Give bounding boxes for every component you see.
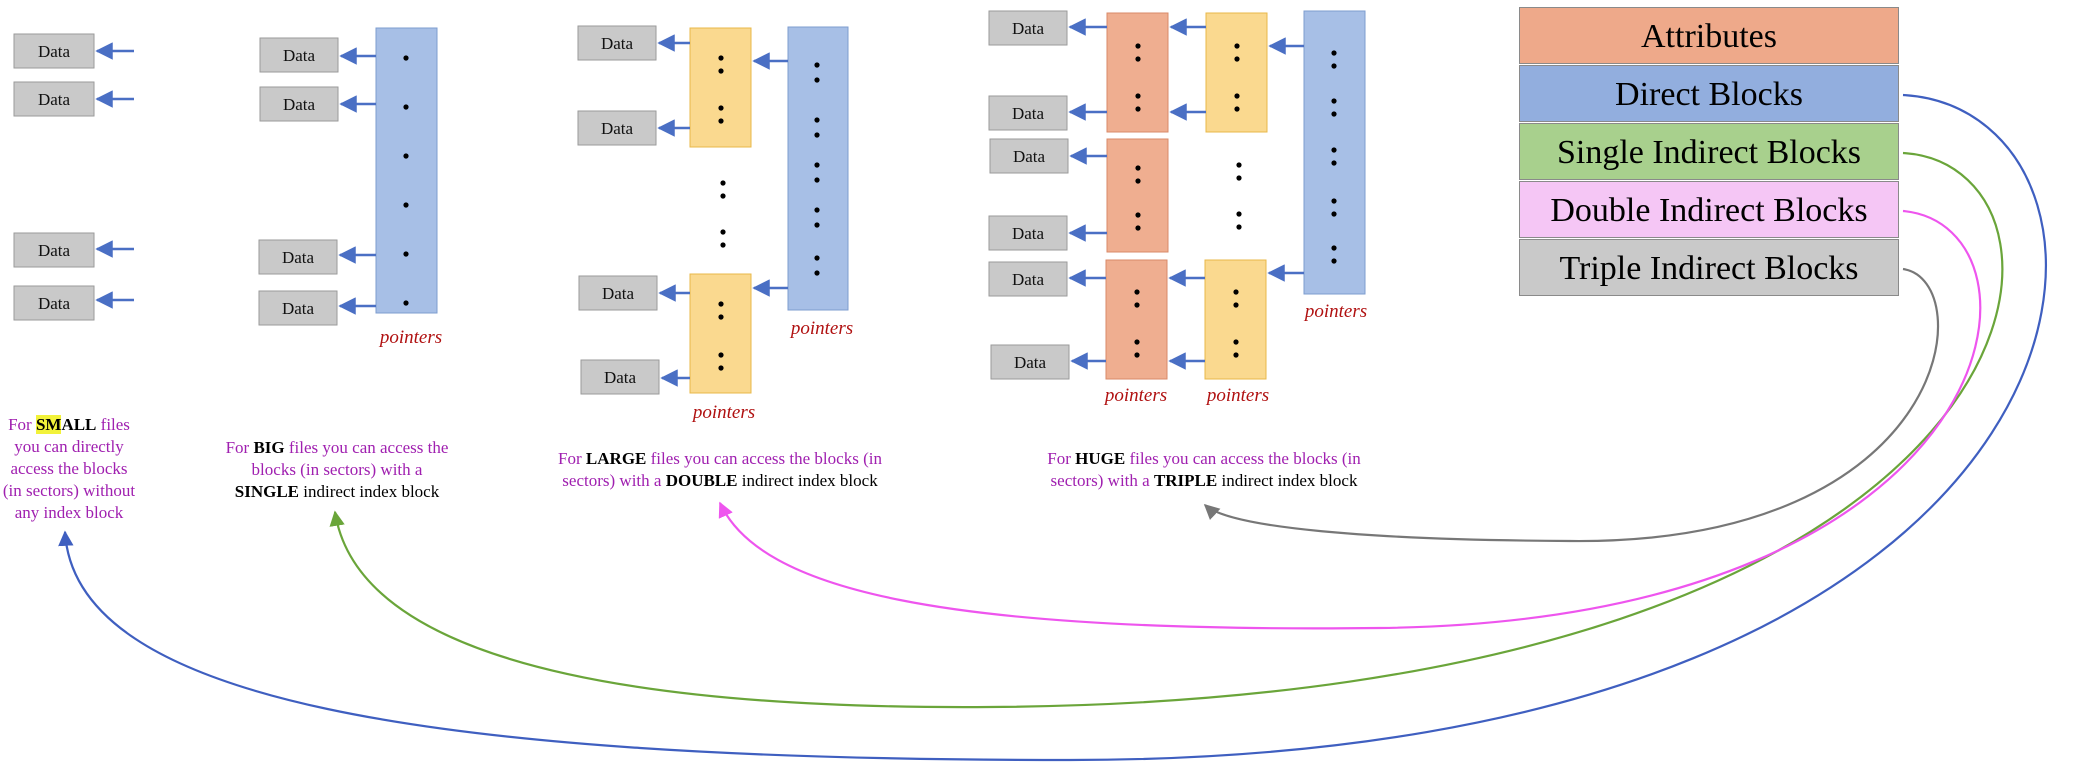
svg-text:Data: Data (1012, 270, 1045, 289)
svg-text:Data: Data (601, 119, 634, 138)
large-file-group: pointers Data Data Data Data (577, 25, 853, 423)
svg-text:Data: Data (1012, 19, 1045, 38)
single-indirect-curve (329, 151, 2004, 709)
svg-text:Data: Data (602, 284, 635, 303)
index-block (1105, 259, 1168, 380)
data-block: Data (988, 261, 1068, 297)
data-block: Data (13, 81, 95, 117)
index-block (787, 26, 849, 311)
data-block: Data (578, 275, 658, 311)
data-block: Data (988, 10, 1068, 46)
data-block: Data (13, 33, 95, 69)
double-indirect-blocks-row: Double Indirect Blocks (1519, 181, 1899, 238)
svg-text:Data: Data (604, 368, 637, 387)
svg-text:Data: Data (1014, 353, 1047, 372)
pointers-label: pointers (691, 402, 755, 423)
data-block: Data (580, 359, 660, 395)
triple-indirect-blocks-row: Triple Indirect Blocks (1519, 239, 1899, 296)
direct-blocks-row: Direct Blocks (1519, 65, 1899, 122)
data-block: Data (577, 25, 657, 61)
svg-text:Data: Data (601, 34, 634, 53)
index-block (1205, 12, 1268, 133)
data-block: Data (259, 37, 339, 73)
svg-text:Data: Data (282, 299, 315, 318)
pointers-label: pointers (1303, 301, 1367, 322)
data-block: Data (988, 215, 1068, 251)
svg-text:Data: Data (38, 90, 71, 109)
data-block: Data (259, 86, 339, 122)
small-files-caption: For SMALL files you can directly access … (2, 415, 136, 522)
data-block: Data (258, 239, 338, 275)
svg-text:Data: Data (38, 241, 71, 260)
large-files-caption: For LARGE files you can access the block… (558, 449, 882, 490)
svg-text:Data: Data (1013, 147, 1046, 166)
svg-text:Data: Data (283, 46, 316, 65)
huge-file-group: pointers Data Data (988, 10, 1367, 406)
index-block (689, 27, 752, 148)
big-files-caption: For BIG files you can access the blocks … (225, 438, 449, 501)
svg-text:Data: Data (1012, 104, 1045, 123)
data-block: Data (13, 232, 95, 268)
pointers-label: pointers (378, 327, 442, 348)
data-block: Data (13, 285, 95, 321)
data-block: Data (989, 138, 1069, 174)
svg-text:Data: Data (282, 248, 315, 267)
svg-text:Data: Data (1012, 224, 1045, 243)
triple-indirect-curve (1203, 267, 1939, 543)
index-block (1106, 12, 1169, 133)
svg-text:Data: Data (38, 42, 71, 61)
attributes-row: Attributes (1519, 7, 1899, 64)
huge-files-caption: For HUGE files you can access the blocks… (1047, 449, 1361, 490)
index-block (1204, 259, 1267, 380)
svg-text:Data: Data (283, 95, 316, 114)
pointers-label: pointers (1103, 385, 1167, 406)
direct-blocks-curve (58, 93, 2047, 762)
big-file-group: Data Data Data Data pointers (258, 27, 442, 348)
double-indirect-curve (718, 209, 1982, 630)
index-block (1106, 138, 1169, 253)
small-file-group: Data Data Data Data (13, 33, 134, 321)
data-block: Data (258, 290, 338, 326)
data-block: Data (577, 110, 657, 146)
index-block (689, 273, 752, 394)
data-block: Data (988, 95, 1068, 131)
single-indirect-blocks-row: Single Indirect Blocks (1519, 123, 1899, 180)
index-block (375, 27, 438, 314)
pointers-label: pointers (789, 318, 853, 339)
svg-text:Data: Data (38, 294, 71, 313)
data-block: Data (990, 344, 1070, 380)
pointers-label: pointers (1205, 385, 1269, 406)
